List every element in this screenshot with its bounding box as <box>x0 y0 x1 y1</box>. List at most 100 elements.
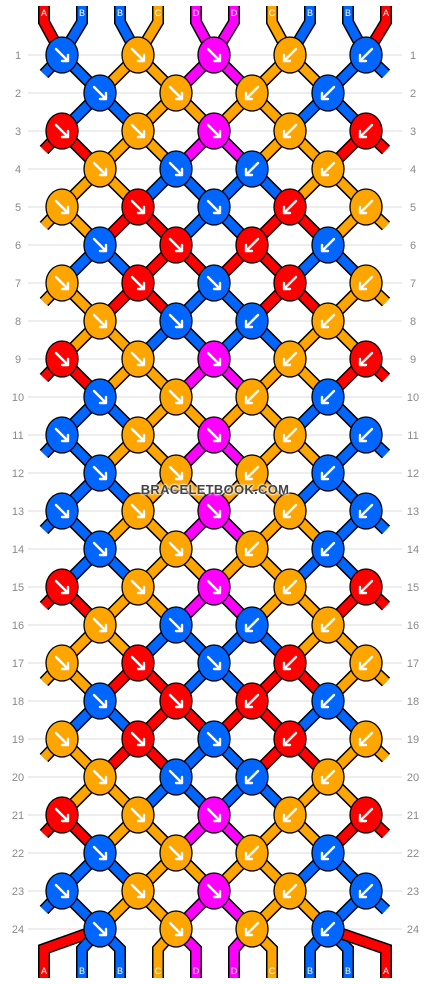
knot-arrow-icon <box>54 655 70 671</box>
row-label-left: 16 <box>12 620 24 632</box>
row-label-right: 4 <box>410 164 416 176</box>
knot-arrow-icon <box>168 541 184 557</box>
row-label-left: 6 <box>15 240 21 252</box>
knot <box>45 340 79 378</box>
strand-bottom <box>326 924 391 978</box>
knot-arrow-icon <box>244 465 260 481</box>
row-label-left: 1 <box>15 50 21 62</box>
knot <box>311 834 345 872</box>
knot-arrow-icon <box>130 47 146 63</box>
strand-label-top: B <box>79 8 85 18</box>
knot-arrow-icon <box>92 465 108 481</box>
knot-arrow-icon <box>358 503 374 519</box>
row-label-left: 19 <box>12 734 24 746</box>
knot-arrow-icon <box>244 85 260 101</box>
knot-arrow-icon <box>54 123 70 139</box>
knot <box>349 264 383 302</box>
knot-arrow-icon <box>282 123 298 139</box>
knot-arrow-icon <box>168 845 184 861</box>
knot-arrow-icon <box>244 617 260 633</box>
row-label-right: 7 <box>410 278 416 290</box>
knot-arrow-icon <box>320 161 336 177</box>
knot-arrow-icon <box>320 617 336 633</box>
knot <box>159 834 193 872</box>
strand-label-bottom: C <box>155 966 162 976</box>
knot-arrow-icon <box>244 921 260 937</box>
knot <box>159 302 193 340</box>
knot-arrow-icon <box>130 731 146 747</box>
knot-arrow-icon <box>206 427 222 443</box>
knot-arrow-icon <box>130 579 146 595</box>
knot-arrow-icon <box>320 769 336 785</box>
strand-label-bottom: A <box>383 966 389 976</box>
knot <box>197 720 231 758</box>
knot <box>159 682 193 720</box>
knot-arrow-icon <box>92 921 108 937</box>
knot <box>45 568 79 606</box>
knot <box>273 36 307 74</box>
knot-arrow-icon <box>92 769 108 785</box>
strand-label-bottom: B <box>117 966 123 976</box>
knot-arrow-icon <box>54 427 70 443</box>
knot-arrow-icon <box>244 313 260 329</box>
row-label-right: 1 <box>410 50 416 62</box>
knot <box>121 568 155 606</box>
knot <box>159 150 193 188</box>
row-label-left: 24 <box>12 924 24 936</box>
strand-label-top: A <box>41 8 47 18</box>
knot <box>273 796 307 834</box>
row-label-left: 3 <box>15 126 21 138</box>
knot <box>311 758 345 796</box>
row-label-right: 13 <box>407 506 419 518</box>
knot-arrow-icon <box>130 199 146 215</box>
knot <box>349 720 383 758</box>
knot-arrow-icon <box>54 275 70 291</box>
strand-label-top: C <box>155 8 162 18</box>
knot-arrow-icon <box>320 541 336 557</box>
knot-arrow-icon <box>54 503 70 519</box>
knot-arrow-icon <box>282 275 298 291</box>
knot <box>159 74 193 112</box>
knot-arrow-icon <box>168 389 184 405</box>
knot-arrow-icon <box>206 123 222 139</box>
watermark-text: BRACELETBOOK.COM <box>140 482 290 497</box>
knot-arrow-icon <box>130 883 146 899</box>
knot <box>273 492 307 530</box>
knot <box>349 340 383 378</box>
row-label-right: 20 <box>407 772 419 784</box>
knot-arrow-icon <box>320 389 336 405</box>
knot <box>349 36 383 74</box>
row-label-left: 4 <box>15 164 21 176</box>
knot <box>159 226 193 264</box>
knot-arrow-icon <box>168 769 184 785</box>
row-label-left: 15 <box>12 582 24 594</box>
knot-arrow-icon <box>168 237 184 253</box>
knot <box>197 872 231 910</box>
knot <box>197 188 231 226</box>
knot-arrow-icon <box>206 503 222 519</box>
knot <box>197 112 231 150</box>
knot <box>159 606 193 644</box>
row-label-left: 2 <box>15 88 21 100</box>
knot <box>273 644 307 682</box>
knot-arrow-icon <box>92 237 108 253</box>
row-label-right: 3 <box>410 126 416 138</box>
row-label-left: 13 <box>12 506 24 518</box>
knot-arrow-icon <box>92 161 108 177</box>
knot <box>121 872 155 910</box>
knot-arrow-icon <box>282 883 298 899</box>
knot <box>273 416 307 454</box>
row-label-right: 8 <box>410 316 416 328</box>
knot-arrow-icon <box>54 807 70 823</box>
knot <box>349 568 383 606</box>
knot <box>311 606 345 644</box>
knot-arrow-icon <box>244 541 260 557</box>
row-label-right: 18 <box>407 696 419 708</box>
knot-arrow-icon <box>358 579 374 595</box>
row-label-left: 7 <box>15 278 21 290</box>
knot-arrow-icon <box>54 47 70 63</box>
knot <box>311 682 345 720</box>
knot <box>311 226 345 264</box>
row-label-right: 2 <box>410 88 416 100</box>
knot-arrow-icon <box>54 351 70 367</box>
